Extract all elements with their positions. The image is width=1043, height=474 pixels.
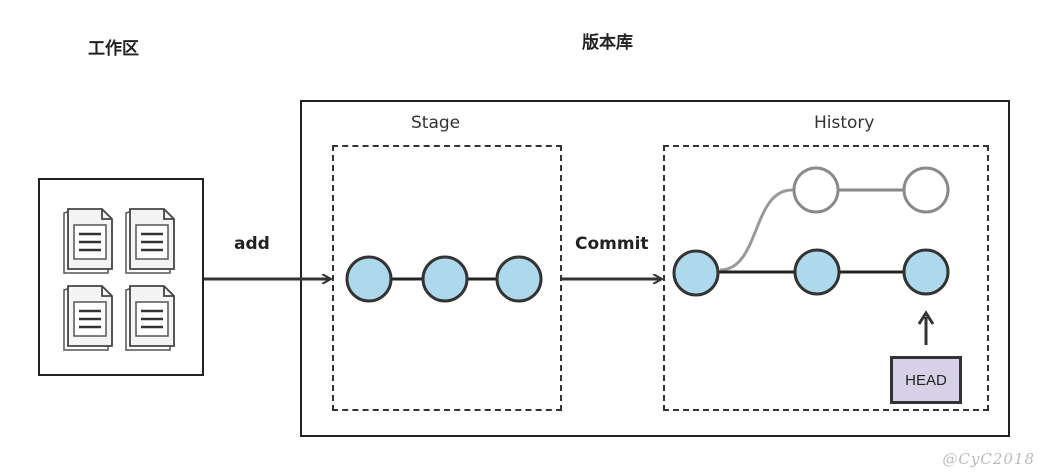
history-node (672, 249, 720, 297)
history-node (793, 248, 841, 296)
repository-title: 版本库 (582, 33, 633, 53)
stage-title: Stage (411, 113, 461, 133)
stage-node (495, 255, 543, 303)
head-pointer-arrowhead (917, 310, 935, 325)
branch-node (902, 166, 950, 214)
history-title: History (814, 113, 875, 133)
add-label: add (234, 234, 270, 254)
commit-label: Commit (575, 234, 649, 254)
head-label: HEAD (905, 371, 947, 389)
watermark: @CyC2018 (942, 450, 1035, 468)
head-pointer: HEAD (890, 356, 962, 404)
history-box (663, 145, 989, 411)
stage-node (345, 255, 393, 303)
branch-curve (719, 188, 816, 272)
document-icon (63, 285, 113, 351)
document-icon (125, 285, 175, 351)
stage-node (421, 255, 469, 303)
branch-node (792, 166, 840, 214)
history-node (902, 248, 950, 296)
document-icon (63, 208, 113, 274)
document-icon (125, 208, 175, 274)
workspace-title: 工作区 (88, 39, 139, 59)
